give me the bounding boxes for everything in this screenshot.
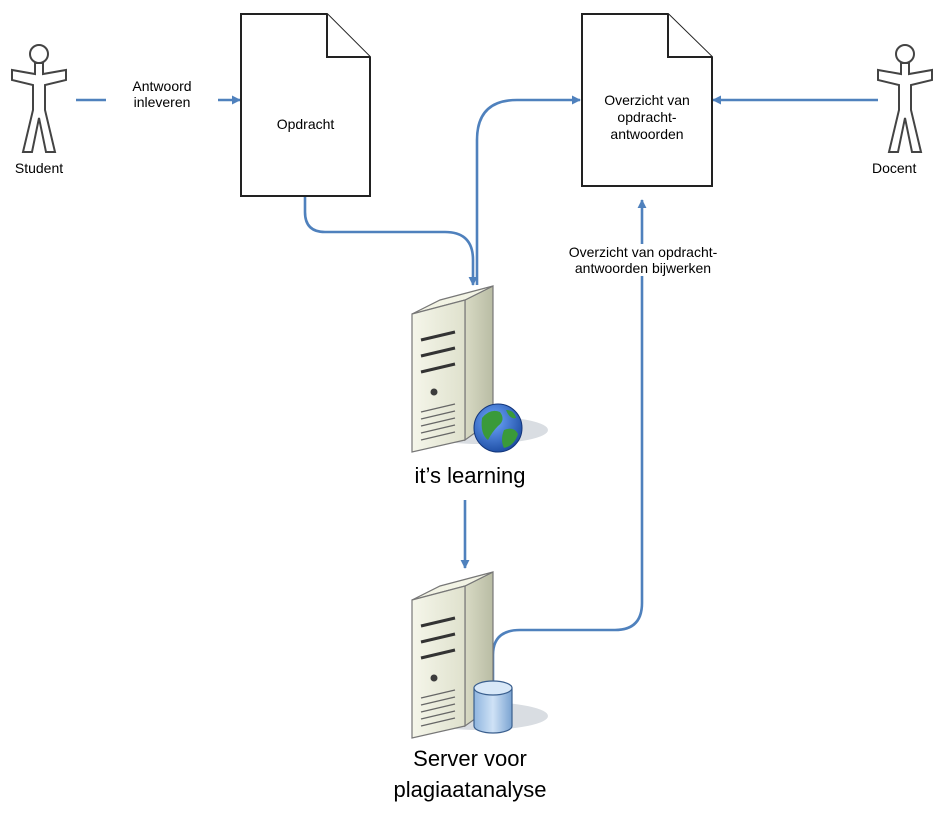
inleveren-line-2: inleveren	[133, 94, 191, 111]
overzicht-line-2: opdracht-	[617, 108, 677, 125]
analyse-line-1: Server voor	[413, 746, 527, 771]
overzicht-label: Overzicht van opdracht- antwoorden	[582, 92, 712, 142]
lms-server-label: it’s learning	[414, 463, 526, 488]
bijwerken-line-2: antwoorden bijwerken	[574, 260, 712, 277]
connectors	[76, 95, 878, 715]
analyse-line-2: plagiaatanalyse	[393, 776, 547, 802]
inleveren-edge-label: Antwoord inleveren	[106, 78, 218, 111]
inleveren-line-1: Antwoord	[132, 78, 192, 94]
globe-icon	[473, 403, 523, 453]
docent-label: Docent	[872, 160, 917, 176]
database-icon	[473, 680, 513, 734]
arrow-server-to-overzicht	[475, 95, 581, 285]
bijwerken-line-1: Overzicht van opdracht-	[568, 244, 718, 260]
overzicht-line-1: Overzicht van	[604, 92, 690, 108]
overzicht-line-3: antwoorden	[610, 125, 684, 142]
opdracht-label: Opdracht	[276, 116, 335, 132]
overzicht-document-icon	[581, 13, 713, 187]
opdracht-document-icon	[240, 13, 371, 197]
analyse-server-icon	[411, 571, 548, 739]
arrow-opdracht-to-server	[303, 196, 478, 286]
student-actor-icon	[11, 44, 67, 153]
analyse-server-label: Server voor plagiaatanalyse	[360, 744, 580, 806]
docent-actor-icon	[877, 44, 933, 153]
bijwerken-edge-label: Overzicht van opdracht- antwoorden bijwe…	[530, 244, 756, 277]
student-label: Student	[14, 160, 64, 176]
arrow-analyse-to-overzicht	[491, 199, 647, 715]
